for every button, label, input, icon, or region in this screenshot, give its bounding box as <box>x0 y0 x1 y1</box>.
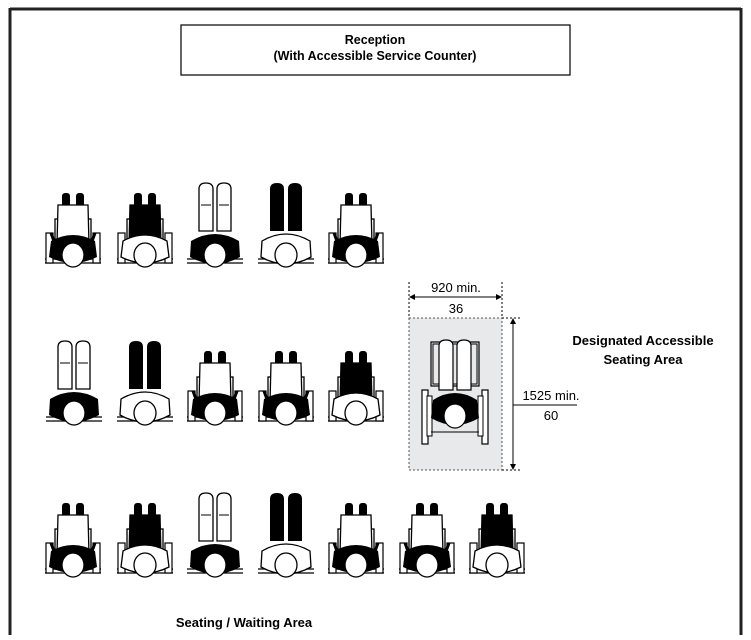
waiting-area-label: Seating / Waiting Area <box>176 615 313 630</box>
room-walls <box>8 7 743 635</box>
seated-person <box>256 349 316 427</box>
seating-row-3 <box>43 492 526 579</box>
seated-person <box>186 182 244 268</box>
seated-person <box>327 350 385 426</box>
reception-title: Reception <box>345 33 405 47</box>
seated-person <box>186 492 244 578</box>
seating-row-1 <box>43 182 386 269</box>
seated-person <box>45 340 103 426</box>
seated-person <box>326 501 386 579</box>
depth-dimension-imperial: 60 <box>544 408 558 423</box>
seated-person <box>397 501 457 579</box>
seated-person <box>326 191 386 269</box>
width-dimension-metric: 920 min. <box>431 280 481 295</box>
seated-person <box>185 349 245 427</box>
reception-counter: Reception (With Accessible Service Count… <box>180 24 571 76</box>
seated-person <box>116 192 174 268</box>
accessible-area-label-line1: Designated Accessible <box>572 333 713 348</box>
reception-subtitle: (With Accessible Service Counter) <box>274 49 477 63</box>
width-dimension-imperial: 36 <box>449 301 463 316</box>
seated-person <box>257 492 315 578</box>
depth-dimension: 1525 min. 60 <box>502 317 580 471</box>
seated-person <box>116 340 174 426</box>
depth-dimension-metric: 1525 min. <box>522 388 579 403</box>
seated-person <box>43 191 103 269</box>
seating-row-2 <box>45 340 385 427</box>
seated-person <box>43 501 103 579</box>
accessible-area-label-line2: Seating Area <box>604 352 684 367</box>
seated-person <box>257 182 315 268</box>
seated-person <box>468 502 526 578</box>
seated-person <box>116 502 174 578</box>
width-dimension: 920 min. 36 <box>408 280 503 318</box>
wheelchair-user-icon <box>421 339 489 445</box>
